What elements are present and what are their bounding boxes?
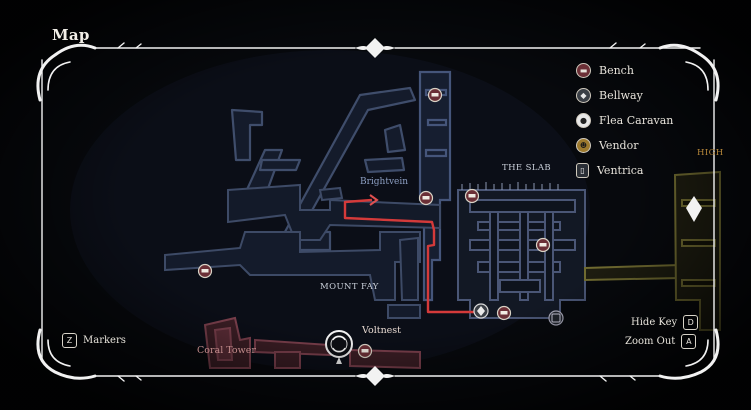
markers-label: Markers — [83, 335, 126, 346]
legend-item-bellway: ◆ Bellway — [576, 83, 673, 108]
map-legend: ▬ Bench ◆ Bellway ● Flea Caravan ☻ Vendo… — [576, 58, 673, 183]
key-d[interactable]: D — [683, 315, 699, 330]
area-label-voltnest: Voltnest — [362, 325, 401, 336]
zoom-out-control[interactable]: Zoom Out A — [619, 334, 697, 349]
area-label-coral-tower: Coral Tower — [197, 345, 256, 356]
area-label-high: HIGH — [697, 148, 724, 158]
zoom-out-label: Zoom Out — [625, 336, 676, 347]
markers-control[interactable]: Z Markers — [62, 333, 132, 348]
area-label-the-slab: THE SLAB — [502, 163, 552, 173]
legend-item-flea-caravan: ● Flea Caravan — [576, 108, 673, 133]
vendor-icon: ☻ — [576, 138, 591, 153]
flea-caravan-icon: ● — [576, 113, 591, 128]
legend-label: Bellway — [599, 89, 643, 102]
key-a[interactable]: A — [681, 334, 697, 349]
legend-label: Flea Caravan — [599, 114, 674, 127]
ornate-frame — [36, 42, 720, 382]
bellway-icon: ◆ — [576, 88, 591, 103]
hide-key-control[interactable]: Hide Key D — [625, 315, 699, 330]
ventrica-icon: ▯ — [576, 163, 589, 178]
area-label-brightvein: Brightvein — [360, 177, 409, 187]
legend-label: Ventrica — [597, 164, 644, 177]
frame-ornament-top — [355, 38, 395, 58]
legend-item-ventrica: ▯ Ventrica — [576, 158, 673, 183]
legend-item-vendor: ☻ Vendor — [576, 133, 673, 158]
hide-key-label: Hide Key — [631, 317, 678, 328]
legend-label: Bench — [599, 64, 634, 77]
bench-icon: ▬ — [576, 63, 591, 78]
legend-label: Vendor — [599, 139, 639, 152]
frame-ornament-right — [686, 196, 702, 222]
area-label-mount-fay: MOUNT FAY — [320, 282, 379, 292]
frame-ornament-bottom — [355, 366, 395, 386]
legend-item-bench: ▬ Bench — [576, 58, 673, 83]
key-z[interactable]: Z — [62, 333, 77, 348]
page-title: Map — [52, 26, 90, 44]
